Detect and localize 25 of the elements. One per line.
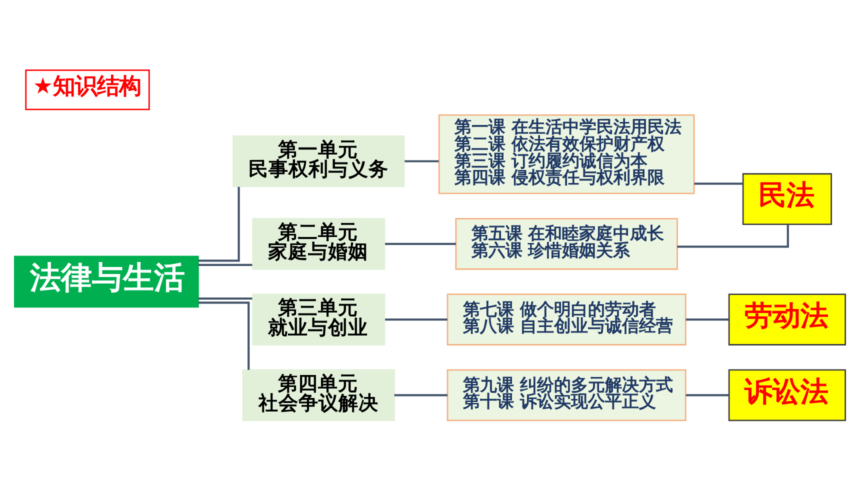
- diagram-title: ★知识结构: [32, 73, 141, 100]
- connector: [694, 182, 743, 184]
- connector: [677, 224, 789, 248]
- node-box: 法律与生活: [14, 255, 199, 308]
- node-box: 第一单元 民事权利与义务: [232, 134, 405, 187]
- connector: [198, 263, 252, 266]
- connector: [198, 301, 250, 370]
- node-box: 民法: [742, 172, 832, 224]
- connector: [385, 318, 448, 320]
- connector: [385, 242, 456, 244]
- connector: [198, 296, 252, 300]
- node-box: 第五课 在和睦家庭中成长 第六课 珍惜婚姻关系: [455, 217, 678, 270]
- node-box: 诉讼法: [728, 368, 846, 421]
- node-box: 第四单元 社会争议解决: [242, 368, 395, 421]
- connector: [686, 394, 729, 396]
- connector: [198, 186, 240, 262]
- node-box: 第七课 做个明白的劳动者 第八课 自主创业与诚信经营: [446, 293, 686, 345]
- node-box: 劳动法: [728, 293, 846, 345]
- node-box: 第九课 纠纷的多元解决方式 第十课 诉讼实现公平正义: [446, 368, 686, 421]
- node-box: 第一课 在生活中学民法用民法 第二课 依法有效保护财产权 第三课 订约履约诚信为本 第四课 侵权责任与权利界限: [438, 114, 695, 194]
- connector: [394, 394, 448, 396]
- connector: [404, 160, 439, 162]
- node-box: 第二单元 家庭与婚姻: [252, 217, 386, 270]
- connector: [686, 318, 729, 320]
- node-box: 第三单元 就业与创业: [252, 293, 386, 345]
